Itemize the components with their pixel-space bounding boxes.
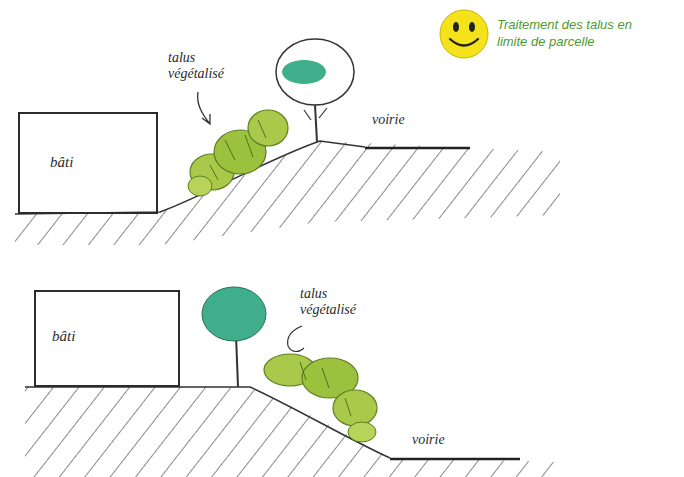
vegetated-bank xyxy=(264,354,377,442)
building-label: bâti xyxy=(52,328,75,345)
leader-line xyxy=(288,326,304,352)
road-label: voirie xyxy=(372,112,452,128)
tree xyxy=(276,39,354,142)
bank-label: talus végétalisé xyxy=(300,286,372,318)
smiley-icon xyxy=(440,10,488,58)
bank-label: talus végétalisé xyxy=(168,50,240,82)
ground-hatch xyxy=(25,387,560,477)
building-label: bâti xyxy=(50,154,73,171)
building-box: bâti xyxy=(34,290,180,387)
tree xyxy=(202,287,266,387)
title-note: Traitement des talus en limite de parcel… xyxy=(497,17,657,51)
building-box: bâti xyxy=(18,112,158,214)
ground-hatch xyxy=(15,141,560,245)
leader-arrow xyxy=(198,92,210,124)
road-label: voirie xyxy=(412,432,492,448)
vegetated-bank xyxy=(188,110,288,196)
